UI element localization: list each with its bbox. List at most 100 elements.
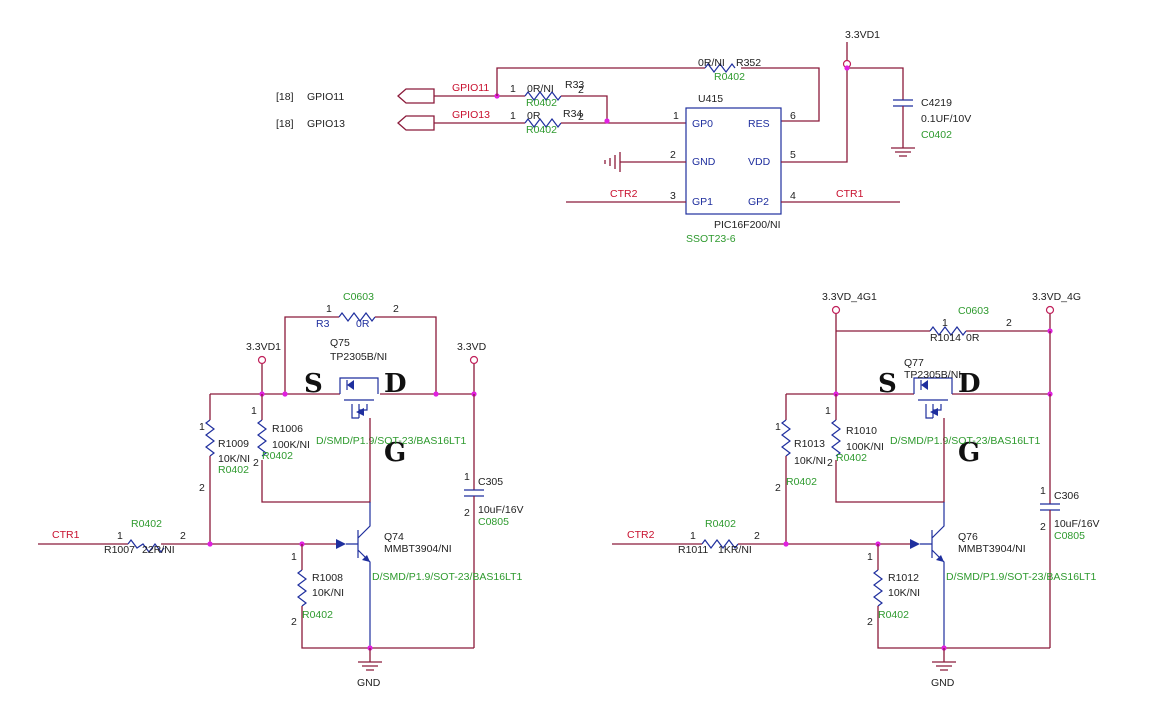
r34-resistor (524, 118, 562, 128)
r352-val: 0R/NI (698, 57, 725, 69)
junction (783, 541, 789, 547)
r1006-ref: R1006 (272, 423, 303, 435)
vout-label: 3.3VD_4G (1032, 291, 1081, 303)
r1012-ref: R1012 (888, 572, 919, 584)
chassis-ground-icon (604, 152, 621, 172)
r1012-p2: 2 (867, 616, 873, 628)
r1011-val: 1KR/NI (718, 544, 752, 556)
junction (604, 118, 610, 124)
c306-p2: 2 (1040, 521, 1046, 533)
wire-c4219 (847, 67, 904, 100)
r1007-resistor (127, 539, 165, 553)
r1006-val: 100K/NI (272, 439, 310, 451)
port-gpio13-symbol (397, 115, 435, 131)
vout-label: 3.3VD (457, 341, 487, 353)
q76-ref: Q76 (958, 531, 978, 543)
r352-pkg: R0402 (714, 71, 745, 83)
vin-label: 3.3VD_4G1 (822, 291, 877, 303)
r1013-p1: 1 (775, 421, 781, 433)
wire-gate (835, 418, 945, 503)
label-drain: D (958, 369, 981, 399)
r1007-p1: 1 (117, 530, 123, 542)
q76-npn (910, 502, 945, 648)
r1011-p1: 1 (690, 530, 696, 542)
r1007-p2: 2 (180, 530, 186, 542)
r1008-resistor (297, 569, 307, 607)
r1010-ref: R1010 (846, 425, 877, 437)
junction (844, 65, 850, 71)
q75-ref: Q75 (330, 337, 350, 349)
port-gpio11-symbol (397, 88, 435, 104)
net-gpio13: GPIO13 (452, 109, 490, 121)
net-ctr1: CTR1 (836, 188, 864, 200)
u415-pin-gnd: GND (692, 156, 716, 168)
q74-npn (336, 502, 371, 648)
r34-pkg: R0402 (526, 124, 557, 136)
u415-num-1: 1 (673, 110, 679, 122)
r1009-resistor (205, 419, 215, 457)
r1008-p2: 2 (291, 616, 297, 628)
c306-pkg: C0805 (1054, 530, 1085, 542)
r1010-pkg: R0402 (836, 452, 867, 464)
r1006-p2: 2 (253, 457, 259, 469)
r1014-val: 0R (966, 332, 980, 344)
c305-capacitor (464, 489, 484, 497)
net-ctr2: CTR2 (610, 188, 638, 200)
r34-p2: 2 (578, 111, 584, 123)
r1010-val: 100K/NI (846, 441, 884, 453)
wire-gate (261, 418, 371, 503)
u415-pin-vdd: VDD (748, 156, 771, 168)
junction (282, 391, 288, 397)
r1007-val: 22R/NI (142, 544, 175, 556)
r352-ref: R352 (736, 57, 761, 69)
footprint-label: D/SMD/P1.9/SOT-23/BAS16LT1 (316, 435, 467, 447)
r1011-pkg: R0402 (705, 518, 736, 530)
r1012-resistor (873, 569, 883, 607)
r1012-pkg: R0402 (878, 609, 909, 621)
wire-r1012-bot (877, 606, 1050, 649)
r33-resistor (524, 91, 562, 101)
footprint2-label: D/SMD/P1.9/SOT-23/BAS16LT1 (946, 571, 1097, 583)
r1006-pkg: R0402 (262, 450, 293, 462)
q75-part: TP2305B/NI (330, 351, 387, 363)
r1006-resistor (257, 419, 267, 457)
c4219-pkg: C0402 (921, 129, 952, 141)
footprint-label: D/SMD/P1.9/SOT-23/BAS16LT1 (890, 435, 1041, 447)
junction (433, 391, 439, 397)
r1012-val: 10K/NI (888, 587, 920, 599)
r3-p1: 1 (326, 303, 332, 315)
port-gpio13-label: GPIO13 (307, 118, 345, 130)
u415-pin-gp0: GP0 (692, 118, 713, 130)
c306-p1: 1 (1040, 485, 1046, 497)
vin-label: 3.3VD1 (246, 341, 281, 353)
q74-part: MMBT3904/NI (384, 543, 452, 555)
label-drain: D (384, 369, 407, 399)
q76-part: MMBT3904/NI (958, 543, 1026, 555)
u415-num-4: 4 (790, 190, 796, 202)
r3-pkg: C0603 (343, 291, 374, 303)
r1008-val: 10K/NI (312, 587, 344, 599)
wire-r33 (561, 95, 608, 121)
r1008-p1: 1 (291, 551, 297, 563)
u415-num-3: 3 (670, 190, 676, 202)
c305-ref: C305 (478, 476, 503, 488)
r1013-p2: 2 (775, 482, 781, 494)
r1006-p1: 1 (251, 405, 257, 417)
ground-icon (358, 648, 382, 671)
r1013-pkg: R0402 (786, 476, 817, 488)
r1014-p2: 2 (1006, 317, 1012, 329)
r1014-pkg: C0603 (958, 305, 989, 317)
r1010-p1: 1 (825, 405, 831, 417)
wire-vdd (781, 70, 848, 163)
r1009-p2: 2 (199, 482, 205, 494)
r1011-ref: R1011 (678, 544, 708, 556)
supply-3v3vd1: 3.3VD1 (845, 29, 880, 41)
c4219-capacitor (893, 99, 913, 107)
u415-pin-gp2: GP2 (748, 196, 769, 208)
u415-pin-gp1: GP1 (692, 196, 713, 208)
label-source: S (878, 369, 897, 399)
r3-resistor (338, 312, 376, 322)
q77-ref: Q77 (904, 357, 924, 369)
u415-num-2: 2 (670, 149, 676, 161)
